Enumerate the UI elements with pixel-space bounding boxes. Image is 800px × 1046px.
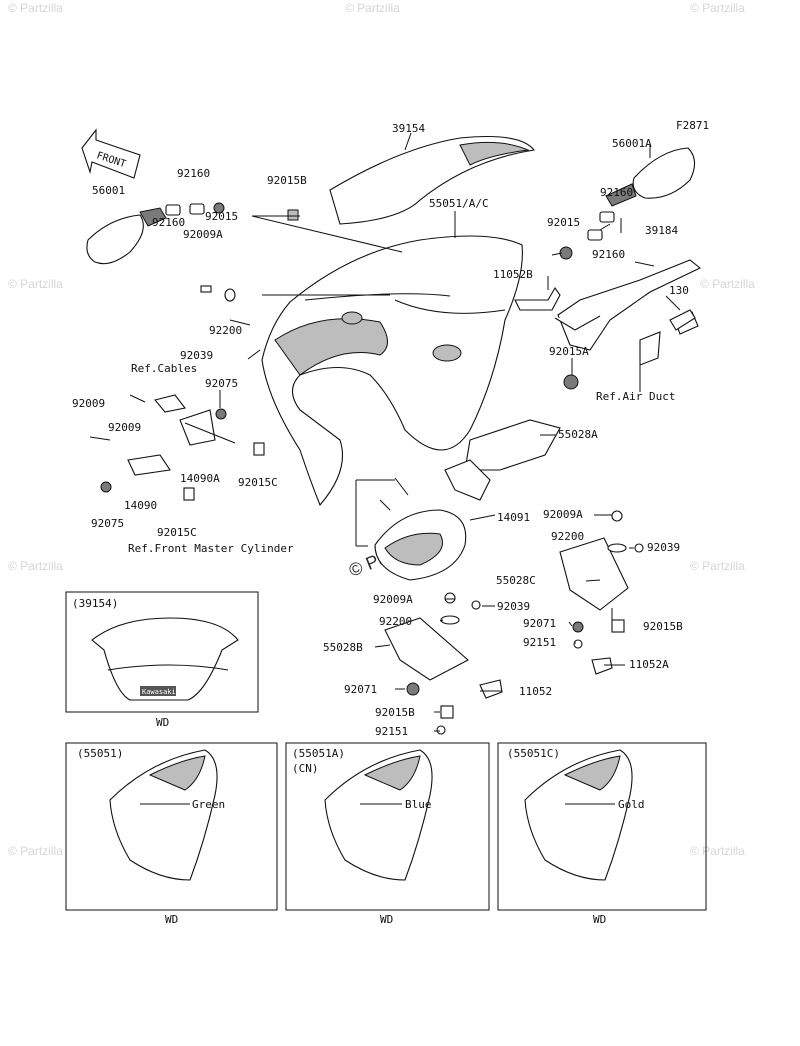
watermark: © Partzilla bbox=[8, 1, 63, 15]
part-label: 92071 bbox=[344, 683, 377, 696]
part-label: Ref.Cables bbox=[131, 362, 197, 375]
inset-green: (55051) Green WD bbox=[65, 742, 278, 926]
part-label: 92151 bbox=[375, 725, 408, 738]
part-label: 92200 bbox=[551, 530, 584, 543]
mirror-hardware-right bbox=[559, 211, 615, 260]
part-label: 92151 bbox=[523, 636, 556, 649]
part-label: Ref.Air Duct bbox=[596, 390, 675, 403]
inset-code: (39154) bbox=[72, 597, 118, 610]
part-label: 55051/A/C bbox=[429, 197, 489, 210]
watermark: © Partzilla bbox=[690, 559, 745, 573]
upper-cowl-part bbox=[261, 235, 523, 507]
part-label: 92039 bbox=[647, 541, 680, 554]
inset-code: (55051) bbox=[77, 747, 123, 760]
watermark: © Partzilla bbox=[690, 1, 745, 15]
part-label: 92039 bbox=[497, 600, 530, 613]
part-label: 92160 bbox=[152, 216, 185, 229]
part-label: 92015B bbox=[267, 174, 307, 187]
inset-gold: (55051C) Gold WD bbox=[497, 742, 707, 926]
part-label: 14091 bbox=[497, 511, 530, 524]
part-labels: 39154 56001A 56001 92160 92160 92015 920… bbox=[72, 122, 689, 738]
part-label: 92009A bbox=[543, 508, 583, 521]
part-label: 92075 bbox=[205, 377, 238, 390]
watermark: © Partzilla bbox=[700, 277, 755, 291]
part-label: Ref.Front Master Cylinder bbox=[128, 542, 294, 555]
inner-cover-b-part bbox=[384, 592, 503, 735]
right-mirror-part bbox=[605, 147, 696, 207]
inset-windshield: (39154) Kawasaki WD bbox=[65, 591, 259, 729]
part-label: 92200 bbox=[209, 324, 242, 337]
part-label: 11052B bbox=[493, 268, 533, 281]
part-label: 55028C bbox=[496, 574, 536, 587]
part-label: 92015C bbox=[238, 476, 278, 489]
part-label: 92009A bbox=[373, 593, 413, 606]
inset-label: WD bbox=[380, 913, 393, 926]
inset-blue: (55051A) (CN) Blue WD bbox=[285, 742, 490, 926]
watermark: © Partzilla bbox=[8, 559, 63, 573]
left-mirror-part bbox=[86, 207, 167, 265]
part-label: 92039 bbox=[180, 349, 213, 362]
inset-sub: (CN) bbox=[292, 762, 319, 775]
watermark: © Partzilla bbox=[690, 844, 745, 858]
bracket-11052b-part bbox=[514, 286, 561, 311]
part-label: 92009 bbox=[108, 421, 141, 434]
cable-brackets-part bbox=[89, 394, 265, 501]
inset-code: (55051A) bbox=[292, 747, 345, 760]
figure-code: F2871 bbox=[676, 119, 709, 132]
color-label: Green bbox=[192, 798, 225, 811]
watermark: © Partzilla bbox=[345, 1, 400, 15]
watermark: © Partzilla bbox=[8, 844, 63, 858]
mirror-hardware-left bbox=[165, 202, 299, 302]
inner-cover-14091-part bbox=[374, 477, 467, 581]
part-label: 39154 bbox=[392, 122, 425, 135]
inner-cover-c-part bbox=[559, 510, 644, 675]
part-label: 92015A bbox=[549, 345, 589, 358]
part-label: 11052 bbox=[519, 685, 552, 698]
part-label: 92009 bbox=[72, 397, 105, 410]
part-label: 14090A bbox=[180, 472, 220, 485]
part-label: 92160 bbox=[592, 248, 625, 261]
part-label: 14090 bbox=[124, 499, 157, 512]
inset-label: WD bbox=[156, 716, 169, 729]
part-label: 92071 bbox=[523, 617, 556, 630]
inset-label: WD bbox=[165, 913, 178, 926]
part-label: 130 bbox=[669, 284, 689, 297]
watermark: © Partzilla bbox=[8, 277, 63, 291]
part-label: 92160 bbox=[600, 186, 633, 199]
part-label: 92009A bbox=[183, 228, 223, 241]
part-label: 92015 bbox=[205, 210, 238, 223]
inset-code: (55051C) bbox=[507, 747, 560, 760]
part-label: 39184 bbox=[645, 224, 678, 237]
inner-cover-a-part bbox=[444, 419, 561, 501]
color-label: Blue bbox=[405, 798, 432, 811]
inset-label: WD bbox=[593, 913, 606, 926]
part-label: 92075 bbox=[91, 517, 124, 530]
part-label: 92160 bbox=[177, 167, 210, 180]
part-label: 11052A bbox=[629, 658, 669, 671]
part-label: 92015B bbox=[643, 620, 683, 633]
part-label: 56001A bbox=[612, 137, 652, 150]
color-label: Gold bbox=[618, 798, 645, 811]
part-label: 92015C bbox=[157, 526, 197, 539]
part-label: 92015 bbox=[547, 216, 580, 229]
kawasaki-logo: Kawasaki bbox=[142, 688, 176, 696]
leader-lines bbox=[184, 132, 681, 732]
part-label: 55028A bbox=[558, 428, 598, 441]
bolt-130-part bbox=[563, 309, 696, 390]
windshield-part bbox=[329, 135, 536, 225]
part-label: 55028B bbox=[323, 641, 363, 654]
part-label: 56001 bbox=[92, 184, 125, 197]
part-label: 92015B bbox=[375, 706, 415, 719]
front-arrow: FRONT bbox=[81, 128, 141, 179]
part-label: 92200 bbox=[379, 615, 412, 628]
